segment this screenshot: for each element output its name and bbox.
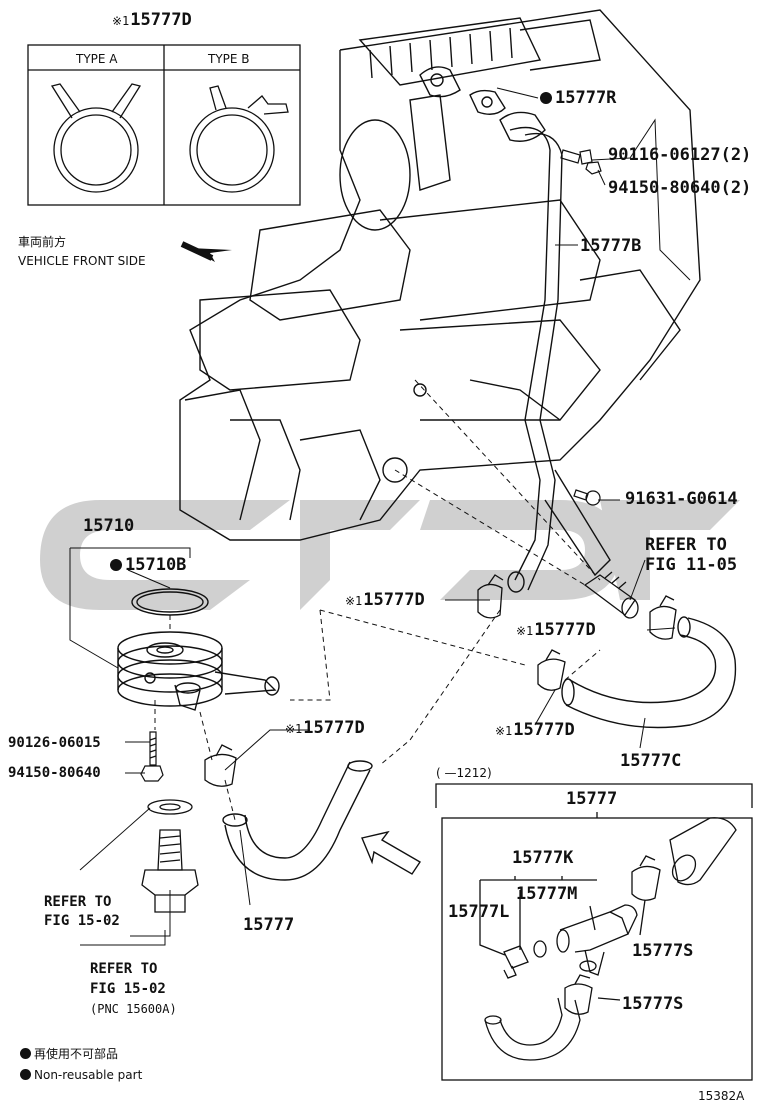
callout-15777B: 15777B [580,236,642,256]
ref-mark: ※1 [112,14,130,28]
callout-94150-low: 94150-80640 [8,765,101,781]
callout-refer-11-05-a: REFER TO [645,535,727,555]
clip-15777D-right2 [537,649,566,691]
non-reusable-dot-icon [110,559,122,571]
callout-15777D-right: ※115777D [516,620,596,640]
callout-15777D-right2: ※115777D [495,720,575,740]
callout-90126: 90126-06015 [8,735,101,751]
non-reusable-dot-icon [540,92,552,104]
callout-15710: 15710 [83,516,135,536]
callout-refer-11-05-b: FIG 11-05 [645,555,738,575]
callout-refer-15-02-b: FIG 15-02 [44,913,120,929]
callout-15777D-mid: ※115777D [345,590,425,610]
dashed-relations [154,379,601,821]
hose-15777 [222,760,373,881]
direction-jp: 車両前方 [18,235,67,249]
engine-block-outline [179,9,701,541]
direction-en: VEHICLE FRONT SIDE [18,254,146,268]
bolt-91631 [573,489,601,506]
nut-94150-top [585,161,602,175]
bolt-90126 [149,731,157,766]
washer [147,799,193,815]
callout-15777-box: 15777 [566,789,618,809]
fitting-refer-11-05 [583,571,639,619]
type-a-label: TYPE A [76,52,118,66]
callout-15710B: 15710B [110,557,186,574]
callout-refer-15-02-pnc: (PNC 15600A) [90,1002,177,1016]
assembly-parts [479,817,737,1061]
hose-15777C [561,616,737,729]
watermark-logo [40,500,740,610]
assembly-range: ( —1212) [436,766,492,780]
oil-cooler-15710 [117,631,280,711]
clip-15777D-right [649,595,677,640]
callout-15777D-left: ※115777D [285,718,365,738]
callout-15777K: 15777K [512,848,574,868]
bolt-90116 [560,149,593,165]
clip-15777D-left [204,744,237,787]
callout-refer-15-02-a: REFER TO [44,894,112,910]
callout-15777C: 15777C [620,751,682,771]
view-arrow [361,830,421,875]
non-reusable-dot-icon [20,1069,31,1080]
callout-15777R: 15777R [540,90,616,107]
callout-15777S-b: 15777S [622,994,684,1014]
assembly-box-15777 [435,783,753,1081]
callout-15777L: 15777L [448,902,510,922]
figure-id: 15382A [698,1089,745,1103]
leader-lines [69,87,691,946]
callout-94150-top: 94150-80640(2) [608,178,752,198]
clip-15777D-mid [477,574,504,619]
legend-jp: 再使用不可部品 [20,1048,118,1060]
type-b-label: TYPE B [208,52,250,66]
callout-91631: 91631-G0614 [625,489,738,509]
callout-90116: 90116-06127(2) [608,145,752,165]
legend-en: Non-reusable part [20,1069,142,1081]
callout-refer-15-02-c: REFER TO [90,961,158,977]
callout-refer-15-02-d: FIG 15-02 [90,981,166,997]
nut-94150-low [140,765,164,782]
callout-15777-main: 15777 [243,915,295,935]
callout-15777D-top: ※115777D [112,10,192,30]
clip-type-box [27,44,301,206]
callout-15777S-a: 15777S [632,941,694,961]
callout-15777M: 15777M [516,884,578,904]
front-direction-arrow-shaft [180,241,214,261]
non-reusable-dot-icon [20,1048,31,1059]
oil-tube-15777B [499,111,611,593]
